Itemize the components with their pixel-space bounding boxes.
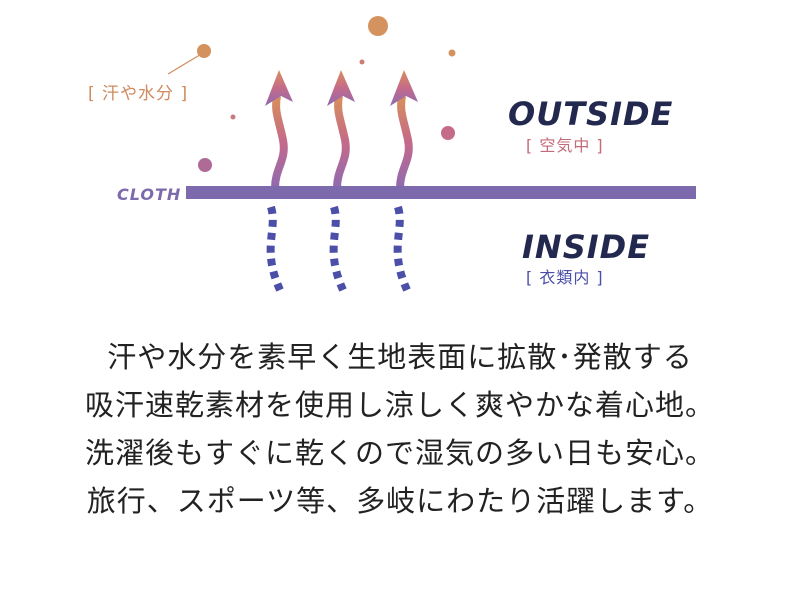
particle <box>359 59 365 65</box>
inside-moisture-path-3 <box>393 205 411 292</box>
sweat-label: [ 汗や水分 ] <box>88 84 188 104</box>
inside-label: INSIDE <box>522 228 650 266</box>
particle <box>441 126 455 140</box>
outside-label: OUTSIDE <box>508 95 673 133</box>
description-line-2: 吸汗速乾素材を使用し涼しく爽やかな着心地。 <box>84 388 715 422</box>
particle <box>198 158 212 172</box>
cloth-label: CLOTH <box>117 185 181 204</box>
outward-arrow-1 <box>265 70 293 189</box>
description-line-1: 汗や水分を素早く生地表面に拡散･発散する <box>107 340 693 374</box>
outward-arrow-2 <box>327 70 355 189</box>
outside-sub-label: [ 空気中 ] <box>526 136 604 155</box>
inside-moisture-path-1 <box>266 205 284 292</box>
moisture-wicking-diagram: [ 汗や水分 ] CLOTH OUTSIDE [ 空気中 ] INSIDE [ … <box>88 16 696 292</box>
particle <box>368 16 388 36</box>
particle <box>197 44 211 58</box>
particle <box>448 49 456 57</box>
particle <box>230 114 236 120</box>
product-description: 汗や水分を素早く生地表面に拡散･発散する 吸汗速乾素材を使用し涼しく爽やかな着心… <box>0 333 800 525</box>
description-line-4: 旅行、スポーツ等、多岐にわたり活躍します。 <box>86 484 714 518</box>
cloth-bar <box>186 186 696 199</box>
description-line-3: 洗濯後もすぐに乾くので湿気の多い日も安心。 <box>84 436 715 470</box>
inside-moisture-path-2 <box>329 205 347 292</box>
sweat-pointer-line <box>167 52 204 75</box>
outward-arrow-3 <box>390 70 418 189</box>
inside-sub-label: [ 衣類内 ] <box>526 268 604 287</box>
